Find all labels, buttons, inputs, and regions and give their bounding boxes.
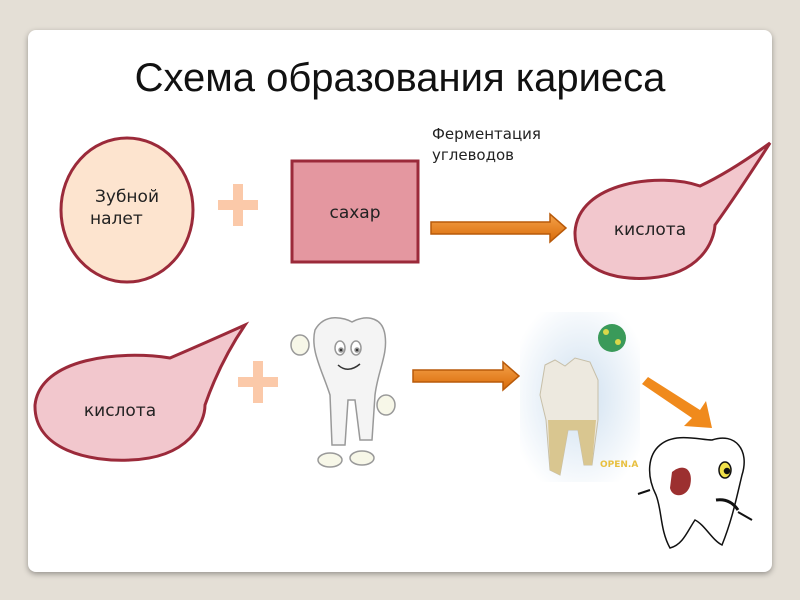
arrow-diagonal-icon <box>642 377 712 428</box>
arrow-right-icon <box>430 212 568 244</box>
slide <box>28 30 772 572</box>
plus-icon <box>238 361 278 403</box>
happy-tooth-icon <box>290 317 396 468</box>
plaque-label-line1: Зубной <box>94 187 159 207</box>
plaque-label-line2: налет <box>90 209 143 229</box>
arrow-right-icon <box>412 360 521 392</box>
plaque-ellipse <box>59 136 195 284</box>
acid-label-1: кислота <box>613 220 687 240</box>
decayed-tooth-image <box>520 312 640 482</box>
fermentation-line2: углеводов <box>432 146 514 164</box>
sugar-label: сахар <box>329 203 381 223</box>
plus-icon <box>218 184 258 226</box>
sad-tooth-icon <box>637 436 753 549</box>
fermentation-line1: Ферментация <box>432 125 541 143</box>
plaque-label: Зубной налет <box>80 186 174 230</box>
acid-drop-1 <box>573 141 772 280</box>
image-watermark: OPEN.A <box>600 460 639 470</box>
acid-drop-2 <box>33 321 250 462</box>
acid-label-2: кислота <box>83 401 157 421</box>
page-title: Схема образования кариеса <box>134 56 666 100</box>
sugar-box <box>290 159 420 264</box>
fermentation-label: Ферментация углеводов <box>432 124 541 166</box>
